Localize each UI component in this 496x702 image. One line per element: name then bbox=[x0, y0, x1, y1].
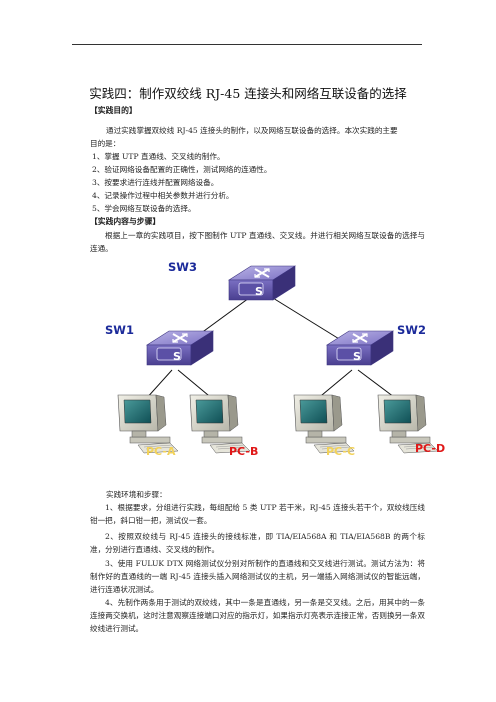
sw3-face-letter: S bbox=[255, 285, 263, 298]
content-heading: 【实践内容与步骤】 bbox=[90, 217, 161, 226]
sw2-face-letter: S bbox=[353, 350, 361, 363]
pc-c-label: PC-C bbox=[326, 445, 356, 458]
objective-item-3: 3、按要求进行连线并配置网络设备。 bbox=[92, 178, 219, 187]
sw2-label: SW2 bbox=[397, 323, 426, 337]
step-1: 1、根据要求，分组进行实践，每组配给 5 类 UTP 若干米，RJ-45 连接头… bbox=[90, 503, 425, 526]
objective-item-5: 5、学会网络互联设备的选择。 bbox=[92, 204, 196, 213]
page-title: 实践四：制作双绞线 RJ-45 连接头和网络互联设备的选择 bbox=[89, 86, 407, 101]
sw1-label: SW1 bbox=[105, 323, 134, 337]
header-rule bbox=[72, 44, 422, 45]
objective-item-2: 2、验证网络设备配置的正确性，测试网络的连通性。 bbox=[92, 165, 272, 174]
sw1-face-letter: S bbox=[173, 350, 181, 363]
pc-a-label: PC-A bbox=[146, 445, 176, 458]
pc-b-label: PC-B bbox=[229, 445, 259, 458]
objective-heading: 【实践目的】 bbox=[90, 106, 137, 115]
env-heading: 实践环境和步骤： bbox=[106, 490, 167, 499]
content-intro: 根据上一章的实践项目，按下图制作 UTP 直通线、交叉线。并进行相关网络互联设备… bbox=[90, 231, 425, 254]
step-4: 4、先制作两条用于测试的双绞线，其中一条是直通线，另一条是交叉线。之后，用其中的… bbox=[90, 598, 425, 634]
sw3-label: SW3 bbox=[168, 260, 197, 274]
step-3: 3、使用 FULUK DTX 网络测试仪分别对所制作的直通线和交叉线进行测试。测… bbox=[90, 559, 425, 595]
objective-intro-line2: 目的是： bbox=[90, 139, 121, 148]
pc-d-label: PC-D bbox=[415, 442, 446, 455]
objective-item-4: 4、记录操作过程中相关参数并进行分析。 bbox=[92, 191, 234, 200]
objective-intro-line1: 通过实践掌握双绞线 RJ-45 连接头的制作，以及网络互联设备的选择。本次实践的… bbox=[106, 126, 398, 135]
step-2: 2、按照双绞线与 RJ-45 连接头的接线标准，即 TIA/EIA568A 和 … bbox=[90, 532, 425, 555]
objective-item-1: 1、掌握 UTP 直通线、交叉线的制作。 bbox=[92, 152, 225, 161]
